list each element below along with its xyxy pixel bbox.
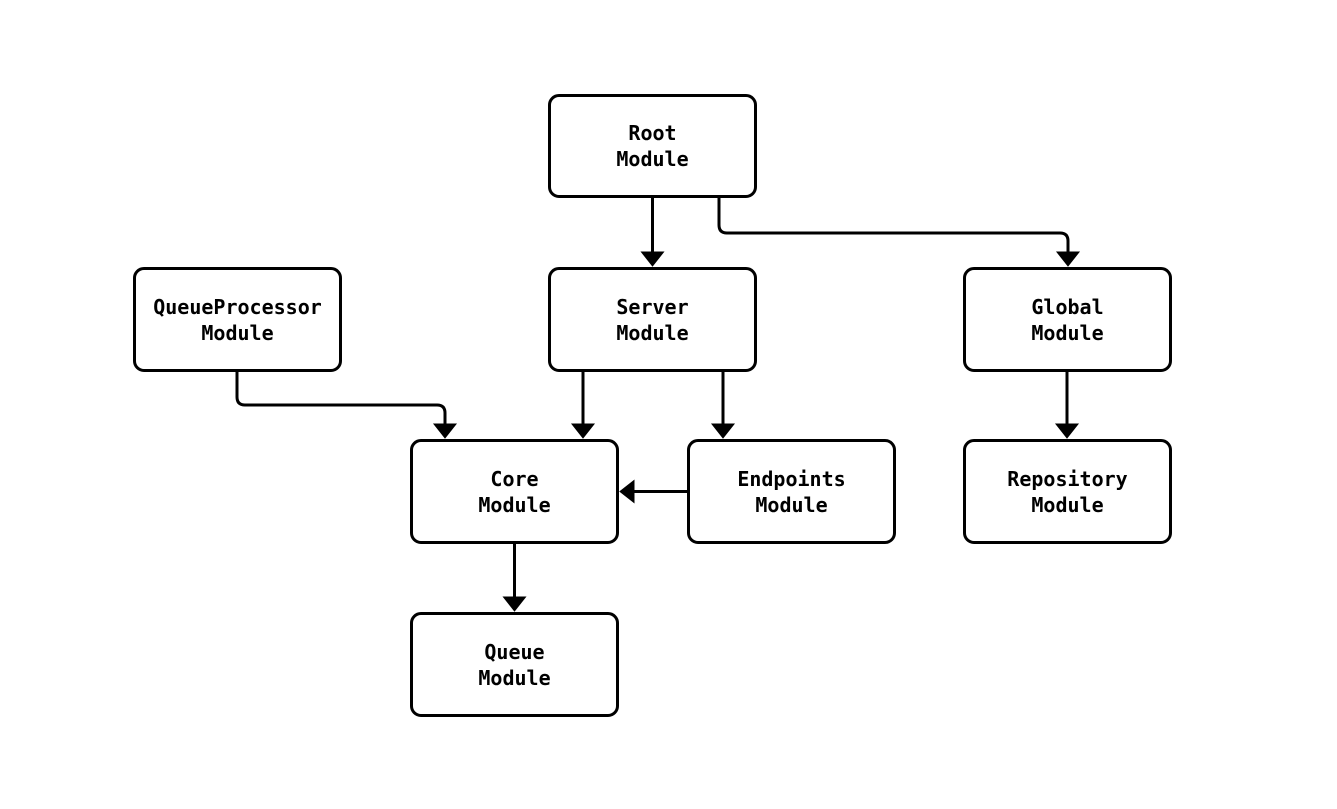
edge-endpoints-to-core (619, 479, 687, 504)
node-queue-module: Queue Module (410, 612, 619, 717)
node-queueprocessor-module: QueueProcessor Module (133, 267, 342, 372)
node-global-module-label: Global Module (1031, 294, 1104, 345)
node-repository-module: Repository Module (963, 439, 1172, 544)
node-core-module: Core Module (410, 439, 619, 544)
node-queue-module-label: Queue Module (478, 639, 551, 690)
node-global-module: Global Module (963, 267, 1172, 372)
edge-root-to-global (717, 198, 1081, 267)
edge-queueprocessor-to-core (235, 372, 458, 439)
node-endpoints-module-label: Endpoints Module (737, 466, 846, 517)
node-server-module-label: Server Module (616, 294, 689, 345)
edge-core-to-queue (502, 544, 527, 612)
node-root-module: Root Module (548, 94, 757, 198)
node-queueprocessor-module-label: QueueProcessor Module (153, 294, 322, 345)
node-endpoints-module: Endpoints Module (687, 439, 896, 544)
edge-server-to-endpoints (710, 372, 736, 439)
node-core-module-label: Core Module (478, 466, 551, 517)
node-root-module-label: Root Module (616, 121, 689, 171)
edge-global-to-repository (1054, 372, 1080, 439)
edge-server-to-core (570, 372, 596, 439)
node-server-module: Server Module (548, 267, 757, 372)
edge-root-to-server (640, 198, 665, 267)
node-repository-module-label: Repository Module (1007, 466, 1128, 517)
